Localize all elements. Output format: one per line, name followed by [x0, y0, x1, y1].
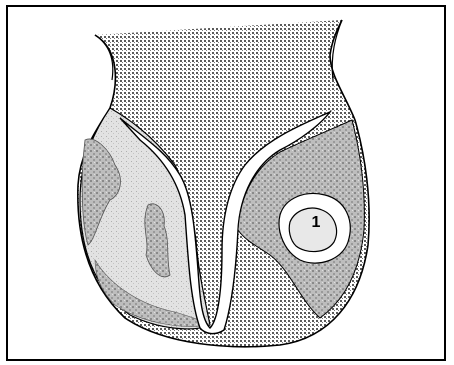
region-label-1: 1 [306, 214, 326, 232]
